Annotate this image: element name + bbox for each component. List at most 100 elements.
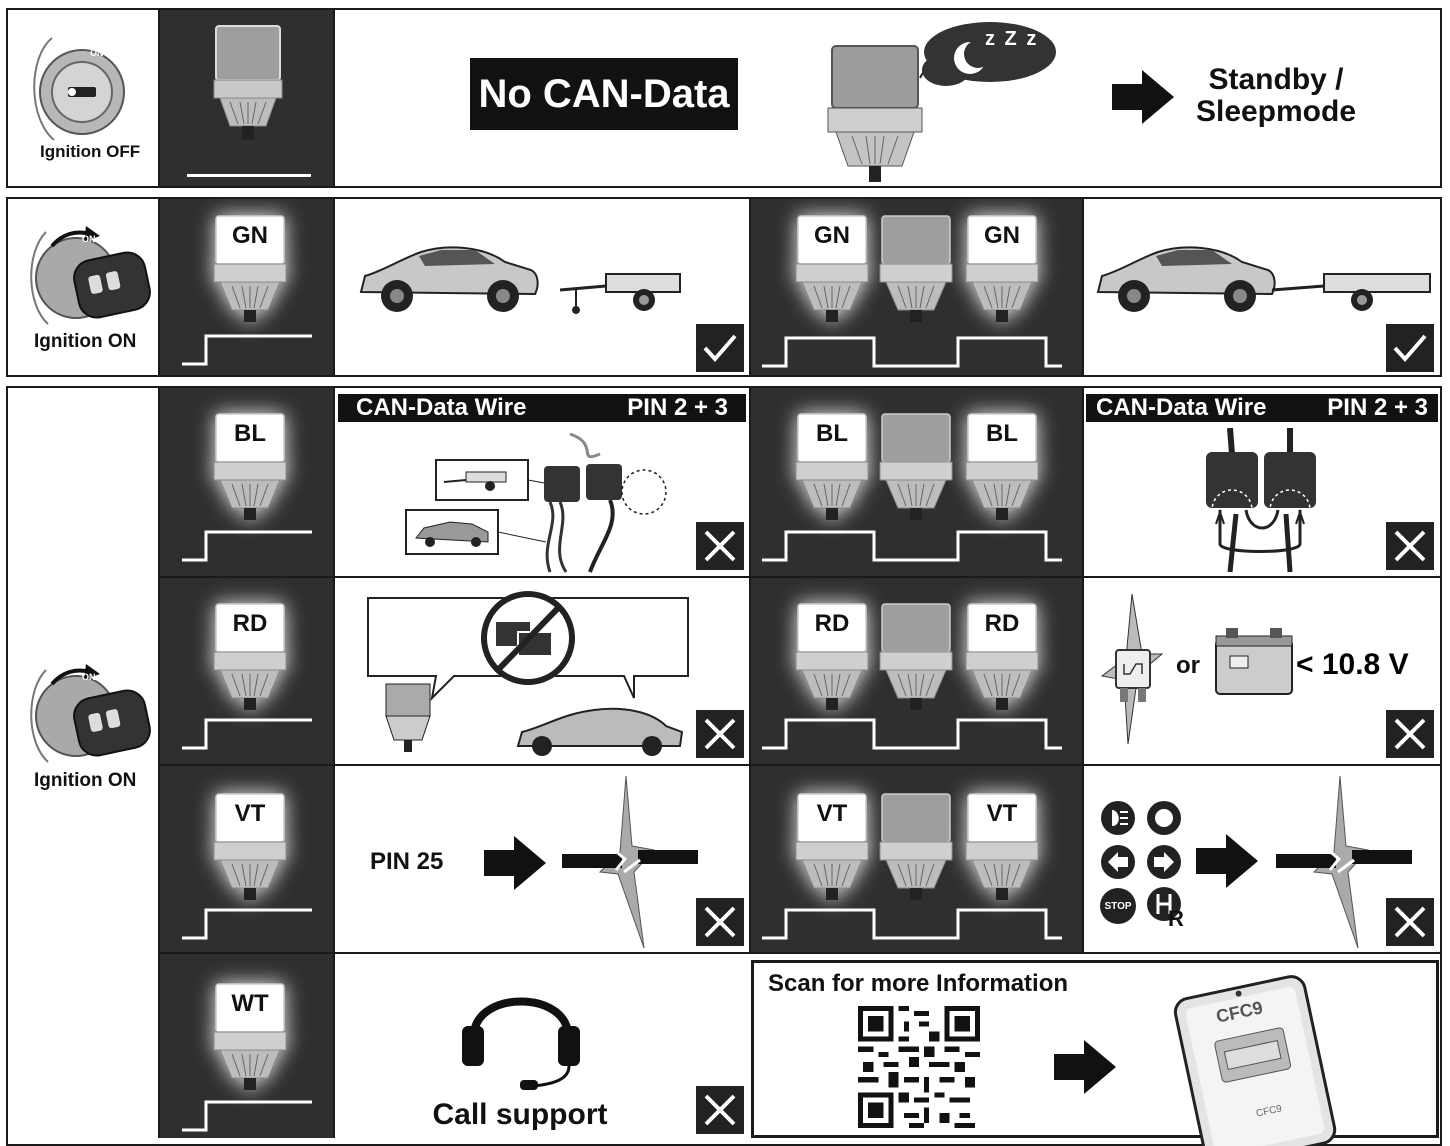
divider — [333, 197, 335, 377]
unlit-module — [876, 792, 956, 902]
ignition-key-on-icon: ON — [30, 226, 151, 325]
standby-label-line1: Standby / — [1208, 63, 1344, 96]
signal-pulse-gn — [762, 336, 1062, 368]
ignition-off-label: Ignition OFF — [40, 142, 141, 161]
position-light-icon — [1147, 801, 1181, 835]
or-label: or — [1176, 652, 1200, 679]
lit-module-double-left: VT — [792, 792, 872, 902]
lit-module-double-left: RD — [792, 602, 872, 712]
x-mark-icon — [1386, 898, 1434, 946]
signal-step-bl — [182, 530, 312, 562]
arrow-right-icon — [1196, 834, 1258, 888]
divider — [158, 764, 1442, 766]
fuse-icon — [1100, 593, 1164, 745]
svg-text:ON: ON — [82, 672, 96, 682]
headset-icon — [462, 997, 580, 1090]
svg-text:ON: ON — [82, 234, 96, 244]
can-wire-diagram-icon — [405, 432, 667, 573]
phone-icon — [1173, 975, 1337, 1146]
bl-banner-2: CAN-Data Wire PIN 2 + 3 — [1086, 394, 1438, 422]
divider — [158, 197, 160, 377]
divider — [158, 952, 1442, 954]
unlit-module — [876, 602, 956, 712]
signal-step-gn — [182, 334, 312, 366]
module-code-label: VT — [986, 800, 1018, 827]
checkmark-icon — [696, 324, 744, 372]
signal-step-wt — [182, 1100, 312, 1132]
divider — [333, 8, 335, 188]
x-mark-icon — [1386, 710, 1434, 758]
lit-module-double-right: BL — [962, 412, 1042, 522]
turn-right-icon — [1147, 845, 1181, 879]
divider — [749, 197, 751, 377]
call-support-label: Call support — [432, 1098, 608, 1131]
stop-label: STOP — [1104, 900, 1132, 912]
ignition-on-label: Ignition ON — [34, 770, 137, 791]
x-mark-icon — [696, 898, 744, 946]
car-icon — [359, 246, 539, 312]
standby-label: Standby / Sleepmode — [1186, 64, 1366, 128]
battery-icon — [1215, 628, 1293, 695]
lit-module-double-left: BL — [792, 412, 872, 522]
bl-banner2-right: PIN 2 + 3 — [1327, 394, 1428, 421]
module-code-label: VT — [816, 800, 848, 827]
stop-icon: STOP — [1100, 888, 1136, 924]
ignition-key-on-icon: ON — [30, 664, 151, 763]
divider — [158, 8, 160, 188]
divider — [749, 386, 751, 952]
no-can-data-label: No CAN-Data — [470, 58, 738, 130]
bl-banner: CAN-Data Wire PIN 2 + 3 — [338, 394, 746, 422]
fog-light-icon — [1101, 801, 1135, 835]
signal-line-off — [187, 174, 311, 177]
module-code-label: BL — [816, 420, 848, 447]
module-code-label: RD — [984, 610, 1020, 637]
module-code-label: GN — [232, 222, 268, 249]
car-with-trailer-icon — [1096, 246, 1431, 312]
standby-label-line2: Sleepmode — [1195, 95, 1357, 128]
arrow-right-icon — [1112, 70, 1174, 124]
unlit-module — [876, 412, 956, 522]
voltage-label: < 10.8 V — [1296, 648, 1409, 681]
sleep-glyph: z Z z — [985, 28, 1039, 50]
lit-module-single: WT — [210, 982, 290, 1092]
divider — [1082, 386, 1084, 952]
divider — [333, 386, 335, 1138]
short-circuit-icon — [1276, 775, 1412, 949]
signal-pulse-vt — [762, 908, 1062, 940]
module-code-label: RD — [232, 610, 268, 637]
short-circuit-icon — [562, 775, 698, 949]
ignition-key-off-icon: ON — [33, 37, 125, 141]
x-mark-icon — [1386, 522, 1434, 570]
module-code-label: BL — [234, 420, 266, 447]
x-mark-icon — [696, 710, 744, 758]
ignition-on-label: Ignition ON — [34, 331, 137, 352]
module-code-label: GN — [814, 222, 850, 249]
lit-module-double-right: VT — [962, 792, 1042, 902]
lit-module-double-left: GN — [792, 214, 872, 324]
pin-25-label: PIN 25 — [370, 848, 444, 875]
module-code-label: BL — [986, 420, 1018, 447]
module-code-label: GN — [984, 222, 1020, 249]
arrow-right-icon — [484, 836, 546, 890]
x-mark-icon — [696, 1086, 744, 1134]
signal-step-vt — [182, 908, 312, 940]
divider — [158, 386, 160, 1138]
lit-module-double-right: RD — [962, 602, 1042, 712]
bl-banner2-left: CAN-Data Wire — [1096, 394, 1267, 421]
x-mark-icon — [696, 522, 744, 570]
reverse-label: R — [1168, 906, 1184, 931]
lit-module-single: BL — [210, 412, 290, 522]
signal-pulse-bl — [762, 530, 1062, 562]
sleeping-module-icon — [827, 22, 1056, 182]
unlit-module — [876, 214, 956, 324]
wire-swap-diagram-icon — [1206, 427, 1316, 573]
signal-pulse-rd — [762, 718, 1062, 750]
module-unlit-icon — [213, 25, 283, 140]
bl-banner-left: CAN-Data Wire — [356, 394, 527, 421]
reverse-gear-icon — [1147, 887, 1181, 921]
turn-left-icon — [1101, 845, 1135, 879]
arrow-right-icon — [1054, 1040, 1116, 1094]
qr-code-icon[interactable] — [858, 1006, 980, 1128]
bl-banner-right: PIN 2 + 3 — [627, 394, 728, 421]
divider — [1082, 197, 1084, 377]
